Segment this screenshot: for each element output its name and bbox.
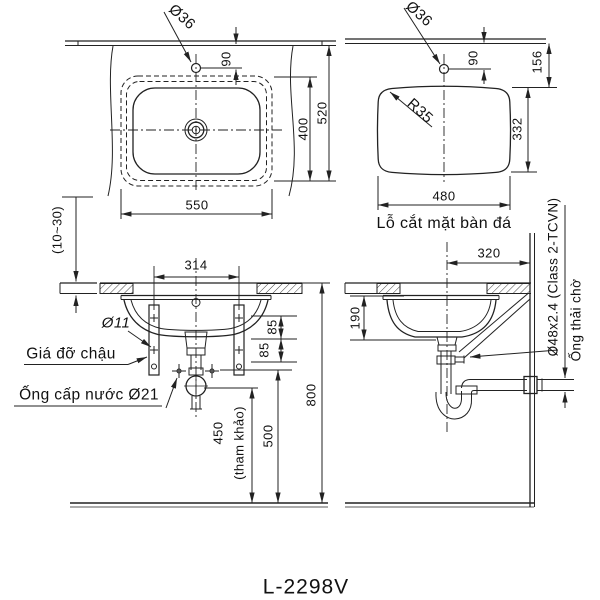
bowl-depth-dim: 190 (347, 306, 363, 330)
p-trap (435, 351, 543, 420)
cutout-edge-offset-dim: 156 (529, 50, 545, 74)
cutout-view (345, 7, 557, 210)
model-number: L-2298V (262, 575, 350, 599)
faucet-hole (438, 63, 450, 75)
cutout-caption: Lỗ cắt mặt bàn đá (376, 215, 512, 232)
plan-view (65, 11, 336, 219)
drain-symbol (184, 118, 208, 142)
supply-point-left (172, 364, 186, 378)
counter-height-dim: 800 (303, 383, 319, 407)
support-bracket-right (233, 304, 245, 376)
drain-height-dim: 500 (260, 424, 276, 448)
supply-height-dim: 450 (210, 421, 226, 445)
cutout-height-dim: 332 (509, 117, 525, 141)
side-view (344, 205, 574, 508)
anchor-spacing-dim: 314 (184, 257, 208, 273)
offset-85-lower-dim: 85 (256, 342, 272, 358)
offset-85-upper-dim: 85 (264, 319, 280, 335)
plan-overall-depth-dim: 520 (314, 101, 330, 125)
counter-thickness-dim: (10~30) (49, 206, 65, 254)
plan-basin-width-dim: 550 (185, 197, 209, 213)
support-bracket-left (148, 304, 160, 376)
waste-pipe-spec: Ø48x2.4 (Class 2-TCVN) (545, 197, 561, 357)
bracket-label: Giá đỡ chậu (26, 345, 116, 363)
plan-hole-offset-dim: 90 (218, 51, 234, 67)
cutout-hole-offset-dim: 90 (465, 50, 481, 66)
supply-height-note: (tham khảo) (231, 406, 247, 480)
cutout-width-dim: 480 (432, 188, 456, 204)
waste-pipe-label: Ống thải chờ (568, 278, 584, 362)
cutout-shape (376, 85, 512, 176)
supply-point-right (205, 364, 219, 378)
plan-basin-depth-dim: 400 (295, 117, 311, 141)
supply-pipe-label: Ống cấp nước Ø21 (19, 386, 159, 404)
bracket-hole-dia: Ø11 (101, 314, 131, 332)
faucet-hole (190, 62, 202, 74)
front-view (14, 196, 330, 508)
center-to-wall-dim: 320 (477, 245, 501, 261)
